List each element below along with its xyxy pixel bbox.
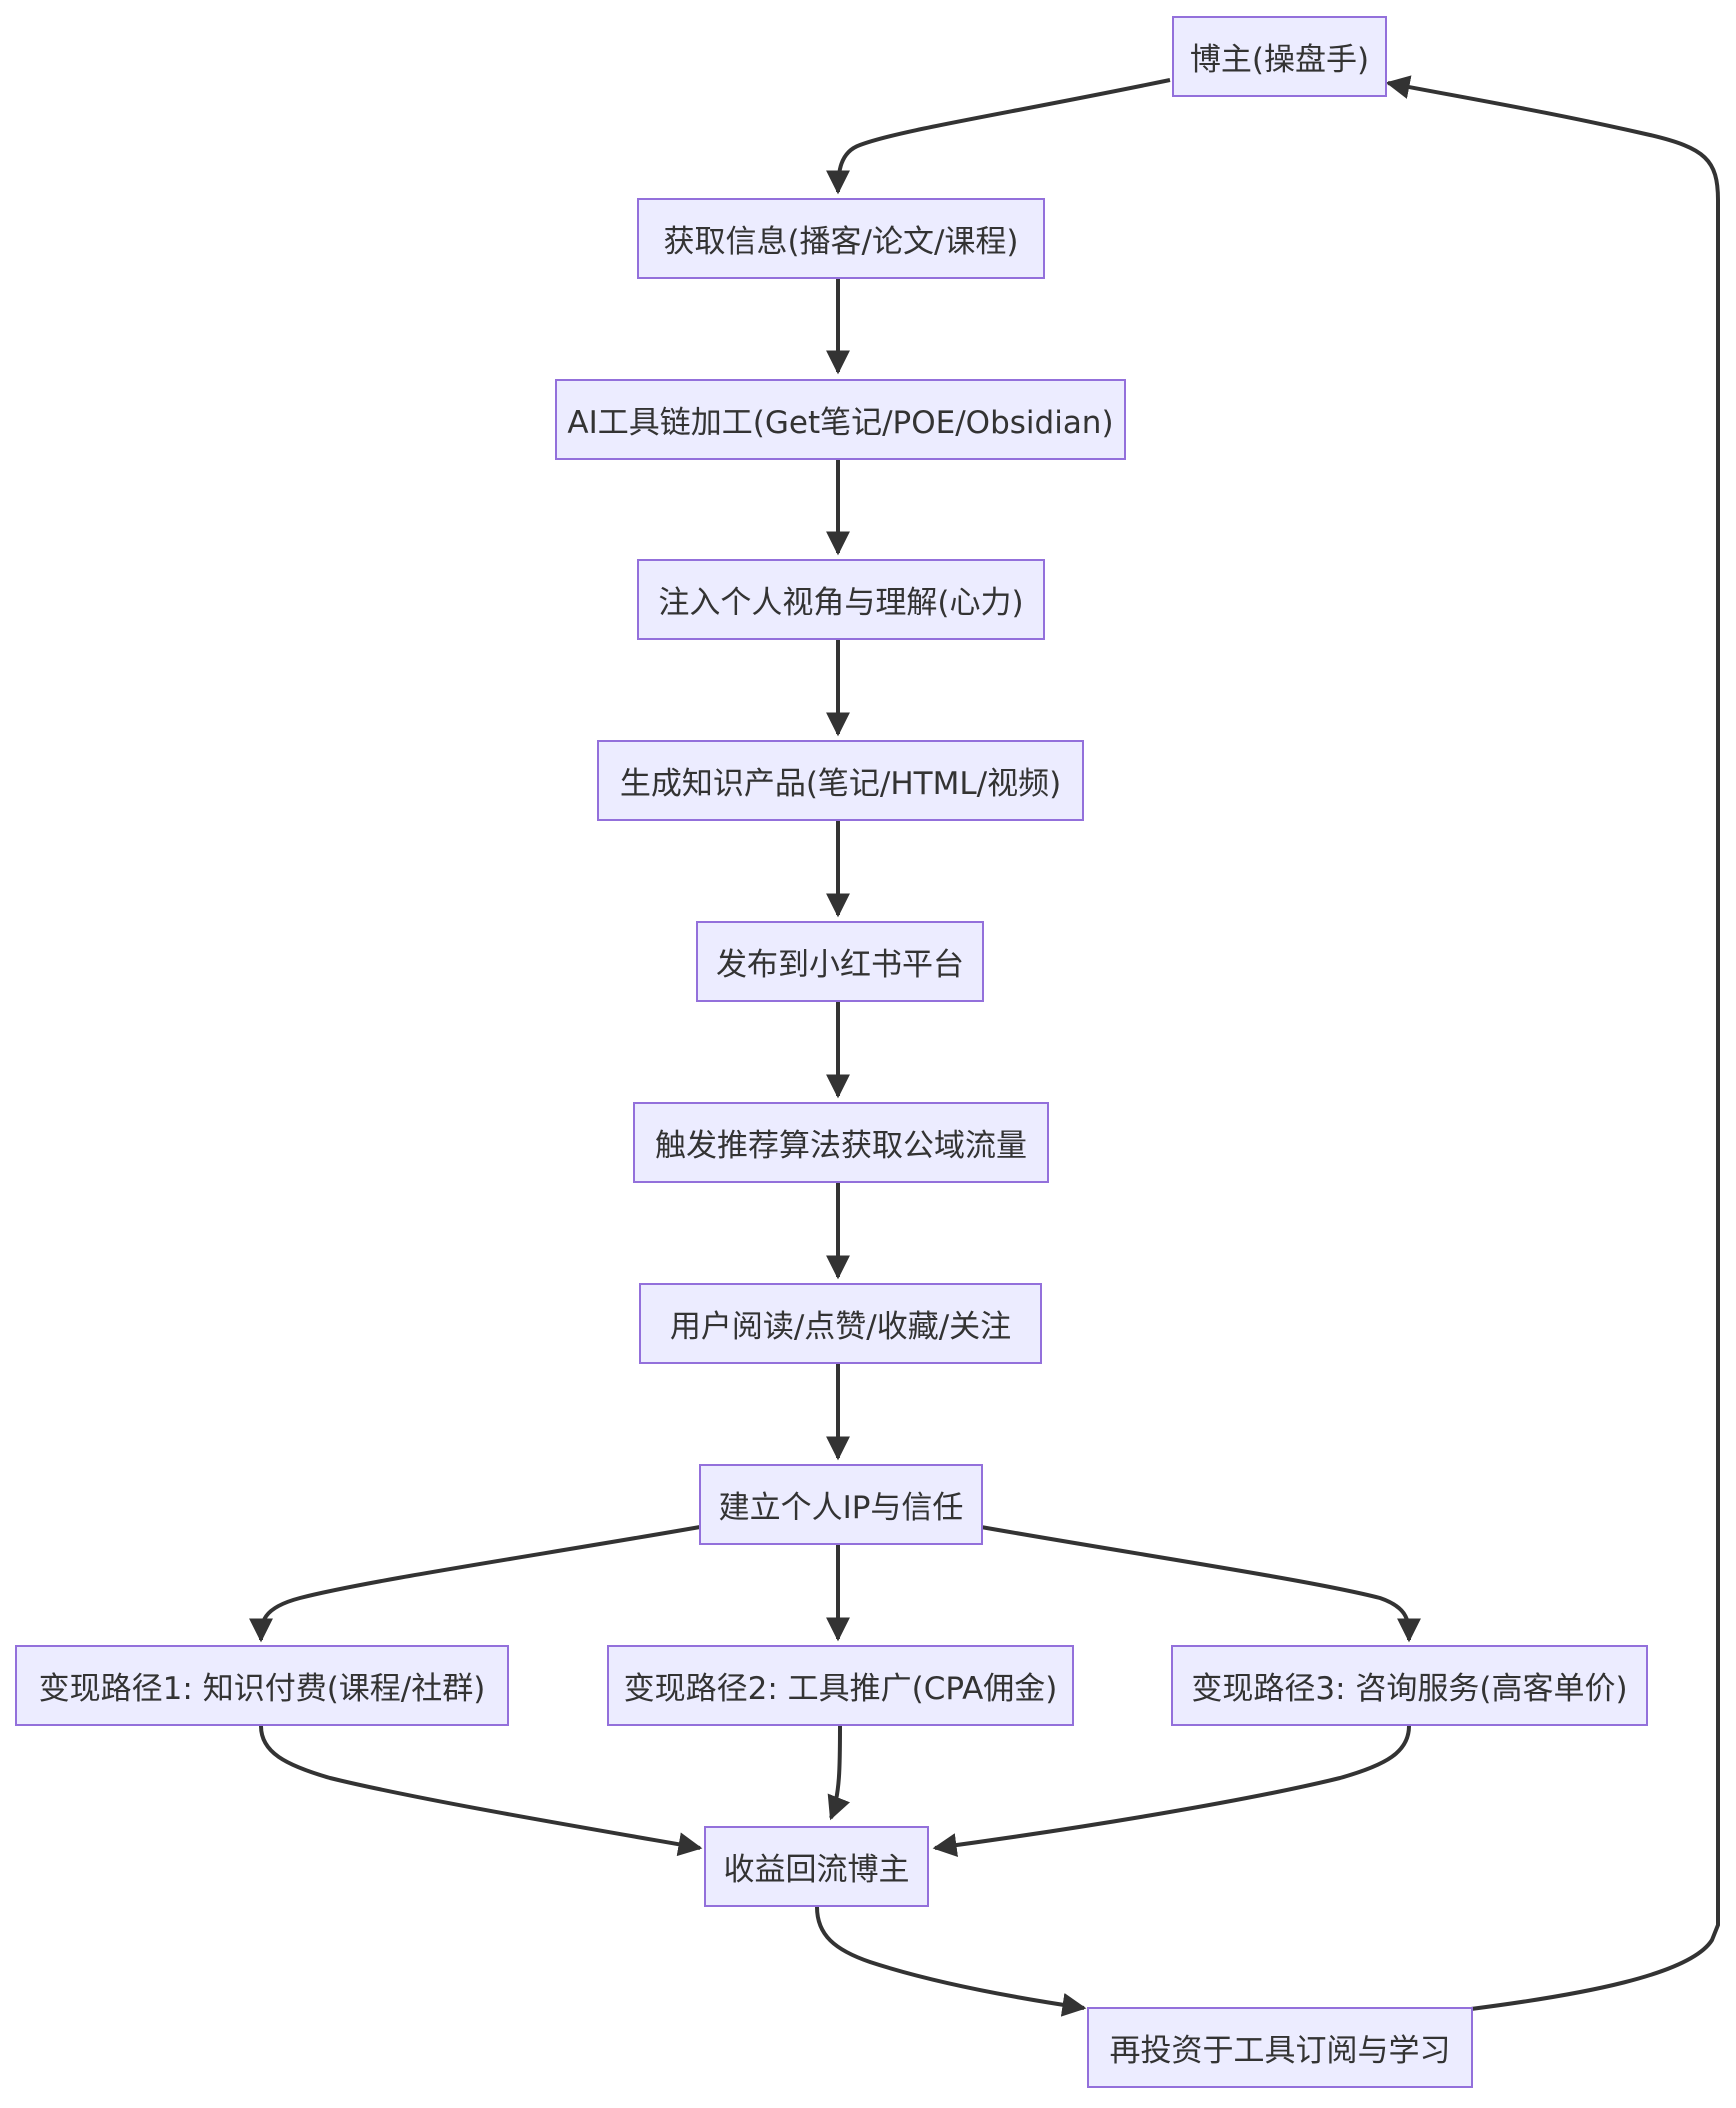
node-revenue-return: 收益回流博主: [704, 1826, 929, 1907]
node-monetize-path-1: 变现路径1: 知识付费(课程/社群): [15, 1645, 509, 1726]
edge-path2-revenue: [827, 1725, 851, 1821]
node-ai-toolchain: AI工具链加工(Get笔记/POE/Obsidian): [555, 379, 1126, 460]
node-reinvest: 再投资于工具订阅与学习: [1087, 2007, 1473, 2088]
edge-ip-trust-path1: [249, 1525, 701, 1643]
edge-reinvest-blogger: [1385, 75, 1720, 2011]
node-user-engagement: 用户阅读/点赞/收藏/关注: [639, 1283, 1042, 1364]
edge-revenue-reinvest: [815, 1906, 1087, 2017]
node-blogger: 博主(操盘手): [1172, 16, 1387, 97]
edge-path1-revenue: [259, 1725, 703, 1857]
edge-path3-revenue: [932, 1725, 1411, 1857]
node-monetize-path-2: 变现路径2: 工具推广(CPA佣金): [607, 1645, 1074, 1726]
node-personal-perspective: 注入个人视角与理解(心力): [637, 559, 1045, 640]
node-publish-platform: 发布到小红书平台: [696, 921, 984, 1002]
node-ip-trust: 建立个人IP与信任: [699, 1464, 983, 1545]
node-monetize-path-3: 变现路径3: 咨询服务(高客单价): [1171, 1645, 1648, 1726]
node-knowledge-product: 生成知识产品(笔记/HTML/视频): [597, 740, 1084, 821]
edge-blogger-gather: [826, 78, 1171, 195]
node-gather-info: 获取信息(播客/论文/课程): [637, 198, 1045, 279]
edge-ip-trust-path3: [980, 1525, 1421, 1643]
node-recommend-algorithm: 触发推荐算法获取公域流量: [633, 1102, 1049, 1183]
